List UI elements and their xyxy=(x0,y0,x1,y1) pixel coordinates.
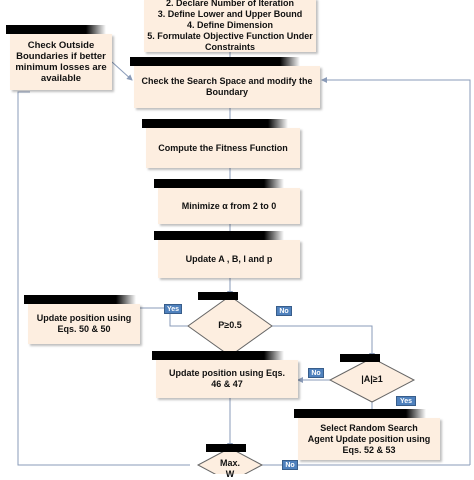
check-outside-line-3: minimum losses are xyxy=(15,62,107,73)
update-abl-header xyxy=(154,231,284,240)
check-outside-line-1: Check Outside xyxy=(27,40,95,51)
init-line-5: 5. Formulate Objective Function Under xyxy=(147,30,313,41)
p-decision-label: P≥0.5 xyxy=(218,320,242,330)
check-outside-line-4: available xyxy=(40,73,82,84)
random-search-box: Select Random Search Agent Update positi… xyxy=(294,409,440,460)
yes-tag-p: Yes xyxy=(164,304,182,314)
random-line-1: Select Random Search xyxy=(320,422,418,433)
search-space-line-2: Boundary xyxy=(205,87,248,97)
update-46-box: Update position using Eqs. 46 & 47 xyxy=(152,351,298,398)
init-line-3: 3. Define Lower and Upper Bound xyxy=(157,8,303,19)
connector-check-to-search xyxy=(111,61,133,81)
no-tag-p: No xyxy=(276,306,292,316)
max-line-1: Max. xyxy=(219,458,240,468)
max-decision-diamond xyxy=(196,447,264,474)
random-line-3: Eqs. 52 & 53 xyxy=(342,444,396,455)
random-search-header xyxy=(294,409,426,418)
update-abl-label: Update A , B, l and p xyxy=(185,253,273,264)
search-space-line-1: Check the Search Space and modify the xyxy=(141,76,313,86)
update-50-header xyxy=(24,295,136,304)
update-abl-box: Update A , B, l and p xyxy=(154,231,300,278)
minimize-header xyxy=(154,179,284,188)
a-decision-diamond xyxy=(328,357,416,403)
fitness-label: Compute the Fitness Function xyxy=(158,142,288,153)
init-box: 2. Declare Number of Iteration 3. Define… xyxy=(144,0,316,52)
update-50-line-1: Update position using xyxy=(36,313,132,323)
minimize-label: Minimize α from 2 to 0 xyxy=(181,200,277,211)
fitness-header xyxy=(142,119,288,128)
update-46-line-1: Update position using Eqs. xyxy=(168,368,285,378)
a-decision-label: |A|≥1 xyxy=(361,374,383,384)
check-outside-header xyxy=(6,25,106,34)
update-46-line-2: 46 & 47 xyxy=(211,379,243,389)
connector-loop-back xyxy=(17,91,190,466)
search-space-box: Check the Search Space and modify the Bo… xyxy=(130,57,320,108)
update-46-header xyxy=(152,351,284,360)
minimize-box: Minimize α from 2 to 0 xyxy=(154,179,300,224)
check-outside-line-2: Boundaries if better xyxy=(16,51,106,62)
init-line-6: Constraints xyxy=(204,41,255,52)
update-50-box: Update position using Eqs. 50 & 50 xyxy=(24,295,140,344)
connector-p-no xyxy=(270,325,375,359)
max-line-2: W xyxy=(225,469,235,479)
max-decision-label: Max. W xyxy=(206,458,254,480)
connector-right-loop xyxy=(321,77,471,465)
check-outside-box: Check Outside Boundaries if better minim… xyxy=(6,25,112,90)
random-line-2: Agent Update position using xyxy=(307,433,431,444)
p-diamond-header xyxy=(198,292,238,300)
init-line-2: 2. Declare Number of Iteration xyxy=(165,0,295,8)
max-diamond-header xyxy=(206,444,246,452)
no-tag-max: No xyxy=(282,460,298,470)
update-50-line-2: Eqs. 50 & 50 xyxy=(57,324,111,334)
connector-p-yes xyxy=(140,307,188,327)
init-line-4: 4. Define Dimension xyxy=(186,19,274,30)
fitness-box: Compute the Fitness Function xyxy=(142,119,300,168)
a-diamond-header xyxy=(340,354,380,362)
yes-tag-a: Yes xyxy=(396,396,416,406)
search-space-header xyxy=(130,57,300,66)
no-tag-a: No xyxy=(308,368,324,378)
